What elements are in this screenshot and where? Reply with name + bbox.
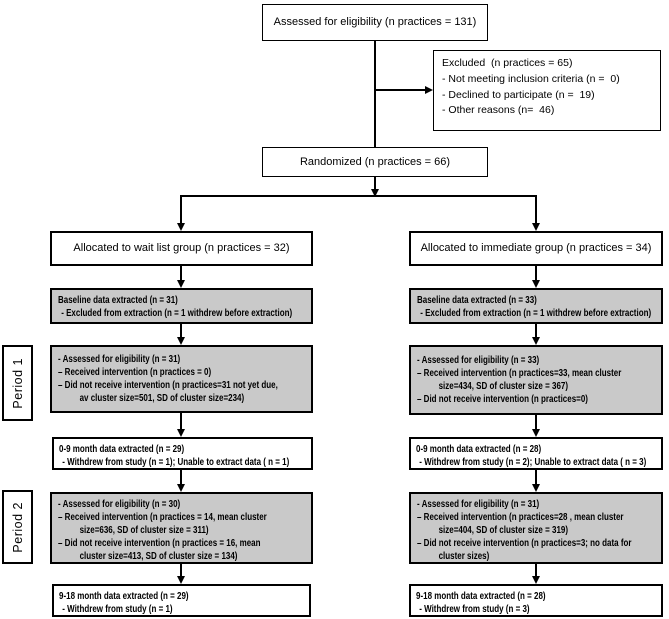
box-line: 9-18 month data extracted (n = 29) — [59, 591, 189, 602]
flow-line — [374, 177, 376, 190]
box-wait-baseline: Baseline data extracted (n = 31) - Exclu… — [50, 288, 313, 324]
box-line: – Received intervention (n practices = 0… — [58, 367, 212, 378]
box-line: - Assessed for eligibility (n = 33) — [417, 355, 540, 366]
box-line: - Excluded from extraction (n = 1 withdr… — [420, 308, 652, 319]
period1-label-text: Period 1 — [10, 357, 25, 409]
box-line: - Assessed for eligibility (n = 31) — [417, 499, 540, 510]
box-wait-0-9-month: 0-9 month data extracted (n = 29) - With… — [52, 437, 313, 470]
flow-line — [180, 324, 182, 339]
arrowhead-down-icon — [370, 189, 379, 197]
period2-label-text: Period 2 — [10, 501, 25, 553]
arrowhead-down-icon — [176, 337, 185, 345]
box-wait-period2: - Assessed for eligibility (n = 30) – Re… — [50, 492, 313, 564]
box-line: – Received intervention (n practices=28 … — [417, 512, 624, 523]
box-line: Excluded (n practices = 65) — [442, 57, 573, 69]
box-line: – Did not receive intervention (n practi… — [58, 538, 261, 549]
box-line: - Withdrew from study (n = 1) — [62, 604, 173, 615]
box-randomized-text: Randomized (n practices = 66) — [299, 155, 451, 168]
box-line: – Did not receive intervention (n practi… — [58, 380, 278, 391]
box-assessed-text: Assessed for eligibility (n practices = … — [273, 16, 477, 29]
flow-line — [535, 324, 537, 339]
period2-label: Period 2 — [2, 490, 33, 564]
box-line: - Assessed for eligibility (n = 30) — [58, 499, 181, 510]
arrowhead-down-icon — [176, 223, 185, 231]
flow-line — [535, 196, 537, 224]
arrowhead-down-icon — [531, 576, 540, 584]
arrowhead-down-icon — [176, 576, 185, 584]
arrowhead-down-icon — [176, 429, 185, 437]
flow-line — [180, 266, 182, 281]
flow-line — [180, 564, 182, 578]
arrowhead-down-icon — [176, 280, 185, 288]
box-allocated-immediate: Allocated to immediate group (n practice… — [409, 231, 663, 266]
box-line: size=636, SD of cluster size = 311) — [79, 525, 209, 536]
box-immediate-period2: - Assessed for eligibility (n = 31) – Re… — [409, 492, 663, 564]
box-line: - Declined to participate (n = 19) — [442, 88, 595, 101]
arrowhead-down-icon — [531, 223, 540, 231]
flow-line — [535, 470, 537, 486]
box-line: Baseline data extracted (n = 33) — [417, 295, 537, 306]
flow-line — [180, 196, 182, 224]
box-line: 9-18 month data extracted (n = 28) — [416, 591, 546, 602]
box-allocated-immediate-text: Allocated to immediate group (n practice… — [420, 242, 652, 255]
period1-label: Period 1 — [2, 345, 33, 421]
arrowhead-down-icon — [531, 429, 540, 437]
box-randomized: Randomized (n practices = 66) — [262, 147, 488, 177]
box-line: 0-9 month data extracted (n = 29) — [59, 444, 185, 455]
arrowhead-down-icon — [531, 484, 540, 492]
arrowhead-right-icon — [425, 85, 433, 94]
box-line: – Did not receive intervention (n practi… — [417, 394, 588, 405]
box-allocated-wait-list: Allocated to wait list group (n practice… — [50, 231, 313, 266]
box-line: 0-9 month data extracted (n = 28) — [416, 444, 542, 455]
flow-line — [535, 564, 537, 578]
box-line: - Withdrew from study (n = 1); Unable to… — [62, 457, 290, 468]
box-line: Baseline data extracted (n = 31) — [58, 295, 178, 306]
box-line: - Other reasons (n= 46) — [442, 104, 555, 117]
box-line: – Received intervention (n practices=33,… — [417, 368, 622, 379]
arrowhead-down-icon — [176, 484, 185, 492]
flow-line — [180, 470, 182, 486]
flow-line — [374, 41, 376, 147]
box-allocated-wait-text: Allocated to wait list group (n practice… — [73, 242, 290, 255]
box-line: av cluster size=501, SD of cluster size=… — [79, 393, 245, 404]
box-immediate-baseline: Baseline data extracted (n = 33) - Exclu… — [409, 288, 663, 324]
box-line: cluster sizes) — [438, 551, 490, 562]
box-line: - Assessed for eligibility (n = 31) — [58, 354, 181, 365]
box-assessed-eligibility: Assessed for eligibility (n practices = … — [262, 4, 488, 41]
box-line: cluster size=413, SD of cluster size = 1… — [79, 551, 238, 562]
flow-line — [180, 195, 537, 197]
flow-line — [535, 266, 537, 281]
box-wait-9-18-month: 9-18 month data extracted (n = 29) - Wit… — [52, 584, 311, 617]
arrowhead-down-icon — [531, 280, 540, 288]
box-line: - Not meeting inclusion criteria (n = 0) — [442, 72, 620, 85]
box-excluded: Excluded (n practices = 65) - Not meetin… — [433, 50, 661, 131]
box-line: size=434, SD of cluster size = 367) — [438, 381, 569, 392]
flow-line — [535, 415, 537, 431]
box-wait-period1: - Assessed for eligibility (n = 31) – Re… — [50, 345, 313, 413]
flow-line — [180, 413, 182, 431]
flow-line — [375, 89, 426, 91]
box-line: – Did not receive intervention (n practi… — [417, 538, 632, 549]
arrowhead-down-icon — [531, 337, 540, 345]
box-line: size=404, SD of cluster size = 319) — [438, 525, 569, 536]
box-immediate-0-9-month: 0-9 month data extracted (n = 28) - With… — [409, 437, 663, 470]
box-immediate-9-18-month: 9-18 month data extracted (n = 28) - Wit… — [409, 584, 663, 617]
box-line: - Withdrew from study (n = 3) — [419, 604, 530, 615]
box-line: - Excluded from extraction (n = 1 withdr… — [61, 308, 293, 319]
box-line: – Received intervention (n practices = 1… — [58, 512, 267, 523]
box-line: - Withdrew from study (n = 2); Unable to… — [419, 457, 647, 468]
box-immediate-period1: - Assessed for eligibility (n = 33) – Re… — [409, 345, 663, 415]
